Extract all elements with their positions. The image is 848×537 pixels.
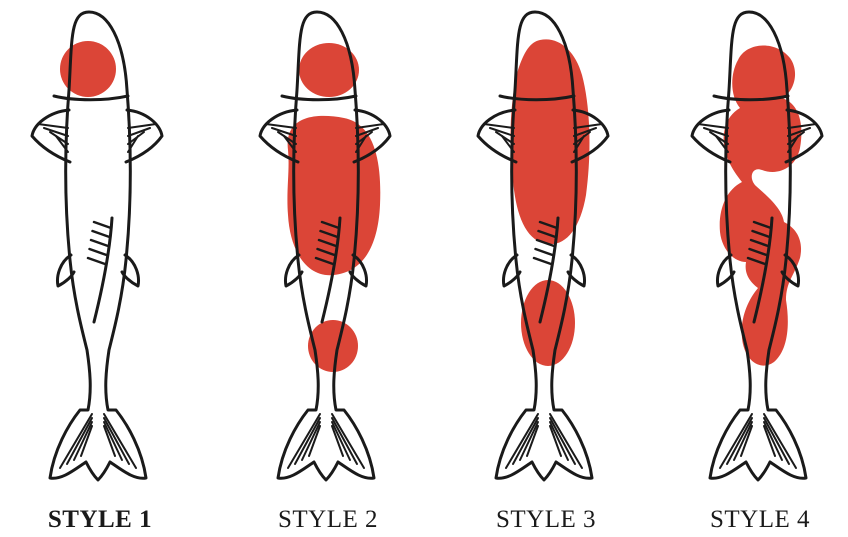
koi-style-3: STYLE 3 — [440, 0, 652, 537]
koi-pectoral-fin-left — [478, 110, 516, 162]
koi-pectoral-fin-left — [32, 110, 70, 162]
koi-head-line — [282, 96, 356, 100]
koi-style-2: STYLE 2 — [222, 0, 434, 537]
koi-style-3-red-markings — [511, 39, 590, 366]
koi-style-3-label: STYLE 3 — [440, 506, 652, 534]
koi-style-3-drawing — [440, 0, 652, 537]
koi-style-2-label: STYLE 2 — [222, 506, 434, 534]
koi-style-1-label: STYLE 1 — [0, 506, 206, 534]
koi-style-1-drawing — [0, 0, 212, 537]
koi-style-4-drawing — [654, 0, 848, 537]
koi-style-2-drawing — [222, 0, 434, 537]
koi-style-2-red-markings — [287, 43, 380, 372]
koi-style-4-label: STYLE 4 — [654, 506, 848, 534]
koi-style-1: STYLE 1 — [0, 0, 212, 537]
koi-style-4: STYLE 4 — [654, 0, 848, 537]
